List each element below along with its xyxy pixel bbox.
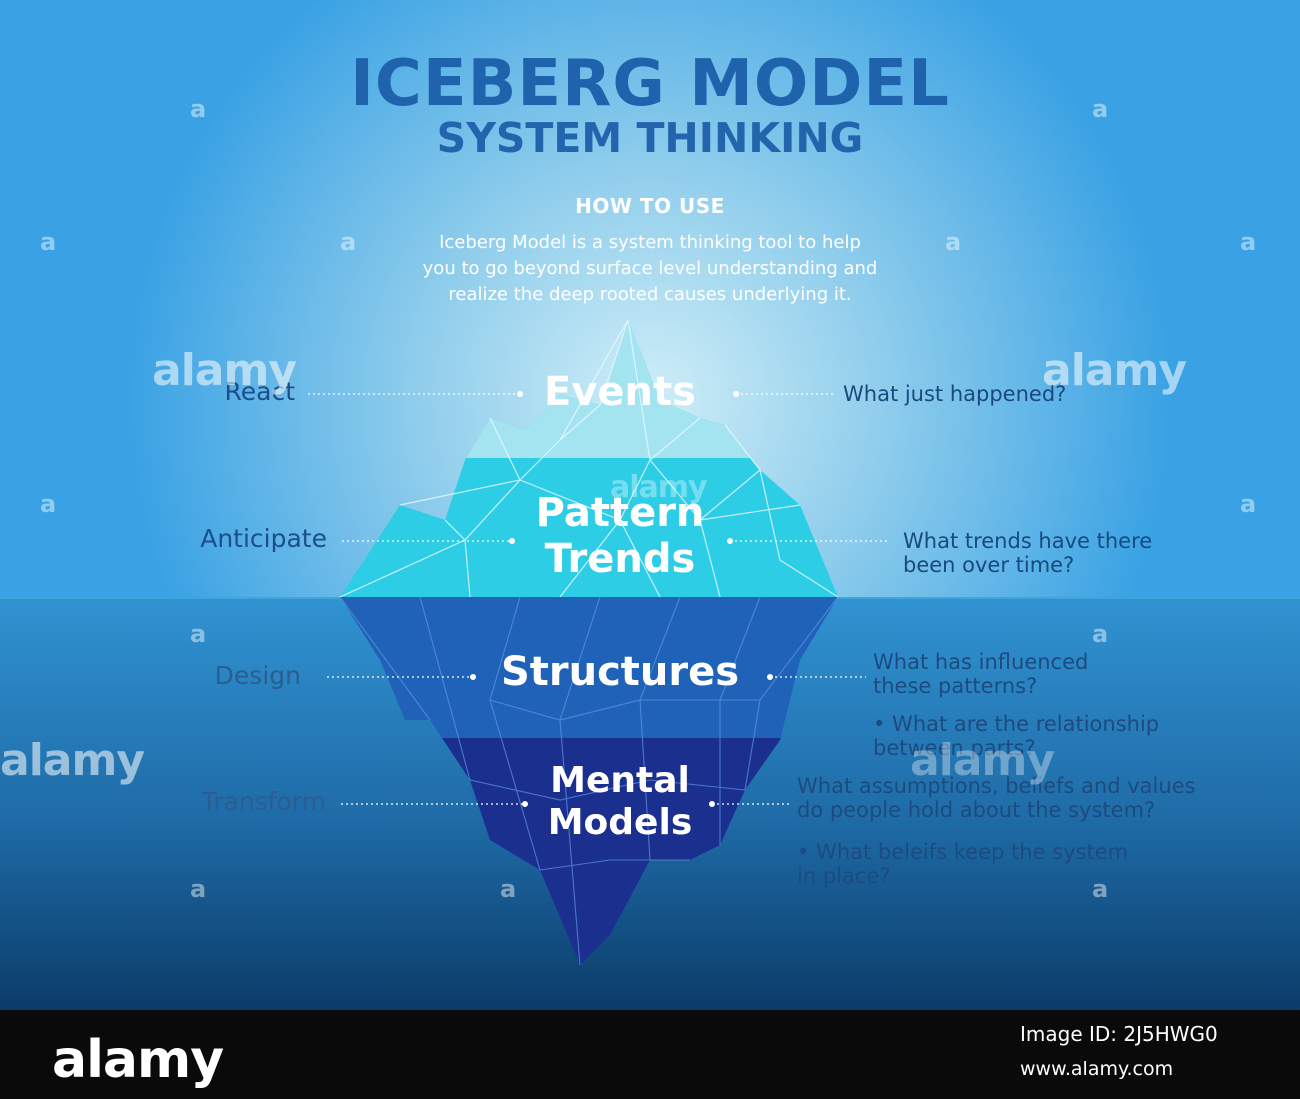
watermark: alamy: [0, 735, 145, 786]
watermark: alamy: [910, 735, 1055, 786]
question-structures: What has influenced these patterns? • Wh…: [873, 650, 1160, 760]
iceberg-tip: [339, 319, 839, 597]
footer-bar: [0, 1010, 1300, 1099]
connector-dots: [470, 391, 773, 807]
question-pattern-trends: What trends have there been over time?: [903, 529, 1153, 577]
question-mental-models: What assumptions, beliefs and values do …: [797, 774, 1196, 888]
action-label-design: Design: [214, 661, 301, 690]
watermark-letter: a: [1092, 875, 1109, 903]
watermark-letter: a: [40, 228, 57, 256]
level-name-structures: Structures: [500, 649, 740, 695]
action-label-transform: Transform: [201, 787, 326, 816]
watermark-letter: a: [1092, 95, 1109, 123]
watermark-letter: a: [1240, 228, 1257, 256]
watermark-letter: a: [190, 875, 207, 903]
page-subtitle: SYSTEM THINKING: [436, 114, 864, 162]
action-label-anticipate: Anticipate: [200, 524, 327, 553]
watermark-letter: a: [500, 875, 517, 903]
description-line: you to go beyond surface level understan…: [422, 258, 878, 279]
watermark-letter: a: [190, 95, 207, 123]
page-title: ICEBERG MODEL: [350, 47, 950, 121]
watermark-letter: a: [340, 228, 357, 256]
level-name-mental-models: Mental Models: [547, 760, 693, 843]
watermark: alamy: [152, 345, 297, 396]
level-name-pattern-trends: Pattern Trends: [535, 490, 705, 582]
level-name-events: Events: [544, 369, 696, 415]
description-line: Iceberg Model is a system thinking tool …: [439, 232, 861, 253]
watermark-letter: a: [1240, 490, 1257, 518]
watermark: alamy: [1042, 345, 1187, 396]
watermark-letter: a: [1092, 620, 1109, 648]
description-line: realize the deep rooted causes underlyin…: [448, 284, 852, 305]
footer-logo: alamy: [52, 1030, 224, 1090]
footer-url[interactable]: www.alamy.com: [1020, 1058, 1174, 1080]
footer-image-id: Image ID: 2J5HWG0: [1020, 1022, 1218, 1046]
iceberg-base: [339, 597, 839, 966]
connector-lines: [308, 393, 890, 805]
watermark-letter: a: [190, 620, 207, 648]
how-to-use-description: Iceberg Model is a system thinking tool …: [360, 230, 940, 308]
action-label-react: React: [224, 377, 296, 406]
watermark-letter: a: [40, 490, 57, 518]
question-events: What just happened?: [843, 382, 1067, 406]
watermark-letter: a: [945, 228, 962, 256]
how-to-use-heading: HOW TO USE: [575, 194, 725, 218]
watermark: alamy: [610, 470, 708, 505]
